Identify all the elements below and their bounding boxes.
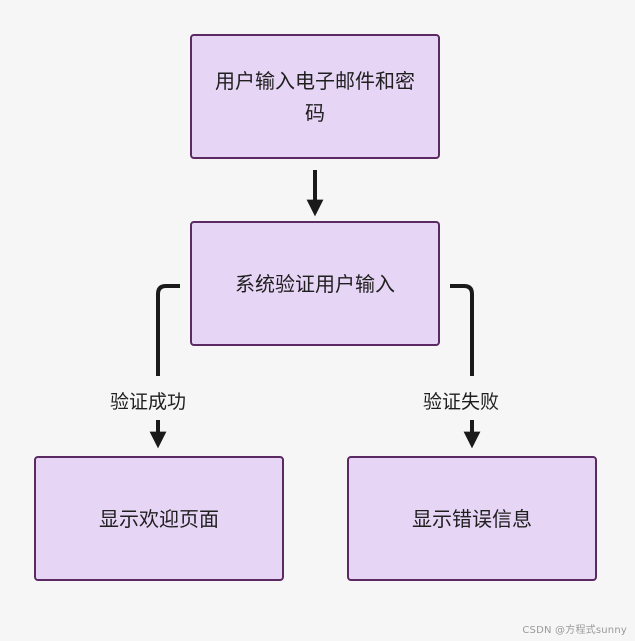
node-show-error: 显示错误信息 <box>347 456 597 581</box>
node-show-error-label: 显示错误信息 <box>412 506 532 531</box>
edge-label-failure: 验证失败 <box>423 391 500 413</box>
node-show-welcome-label: 显示欢迎页面 <box>99 506 219 531</box>
node-show-welcome: 显示欢迎页面 <box>34 456 284 581</box>
node-system-validate: 系统验证用户输入 <box>190 221 440 346</box>
arrow-validate-to-success <box>156 284 180 376</box>
node-user-input: 用户输入电子邮件和密码 <box>190 34 440 159</box>
node-user-input-label: 用户输入电子邮件和密码 <box>215 68 415 125</box>
edge-label-success: 验证成功 <box>110 391 187 413</box>
watermark: CSDN @方程式sunny <box>522 625 627 636</box>
node-system-validate-label: 系统验证用户输入 <box>235 271 395 296</box>
arrow-validate-to-error <box>450 284 474 376</box>
